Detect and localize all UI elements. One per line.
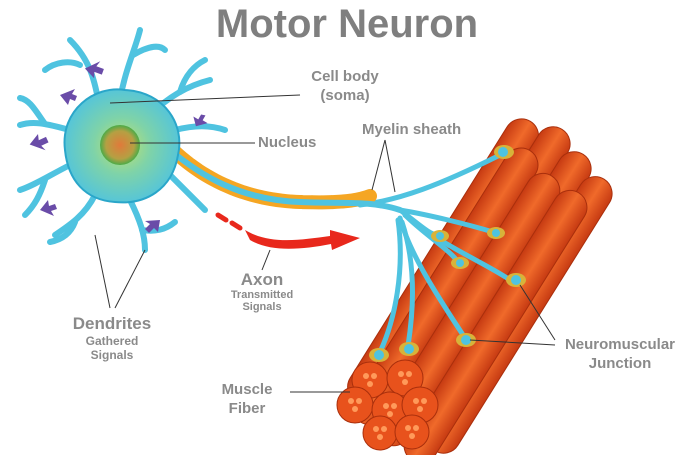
nucleus — [100, 125, 140, 165]
label-dendrites: Dendrites Gathered Signals — [62, 314, 162, 362]
label-neuromuscular-junction: Neuromuscular Junction — [556, 335, 684, 373]
label-dendrites-sub-1: Gathered — [62, 334, 162, 348]
cell-body-soma — [65, 89, 180, 202]
label-cell-body-text: Cell body — [311, 68, 379, 85]
axon-signal-arrow — [218, 215, 360, 250]
label-muscle-fiber: Muscle Fiber — [212, 380, 282, 418]
label-muscle-fiber-text-1: Muscle — [222, 381, 273, 398]
muscle-fiber-bundle — [331, 104, 629, 455]
label-myelin-sheath: Myelin sheath — [362, 121, 461, 138]
label-cell-body: Cell body (soma) — [300, 67, 390, 105]
label-soma-text: (soma) — [320, 87, 369, 104]
label-muscle-fiber-text-2: Fiber — [229, 400, 266, 417]
label-axon: Axon Transmitted Signals — [222, 270, 302, 313]
label-nmj-text-2: Junction — [589, 355, 652, 372]
label-axon-text: Axon — [241, 270, 284, 289]
label-nmj-text-1: Neuromuscular — [565, 336, 675, 353]
label-axon-sub-2: Signals — [222, 301, 302, 313]
label-axon-sub-1: Transmitted — [222, 289, 302, 301]
label-dendrites-text: Dendrites — [73, 314, 151, 333]
label-nucleus: Nucleus — [258, 134, 316, 151]
label-dendrites-sub-2: Signals — [62, 348, 162, 362]
muscle-fiber-cross-sections — [337, 360, 438, 450]
